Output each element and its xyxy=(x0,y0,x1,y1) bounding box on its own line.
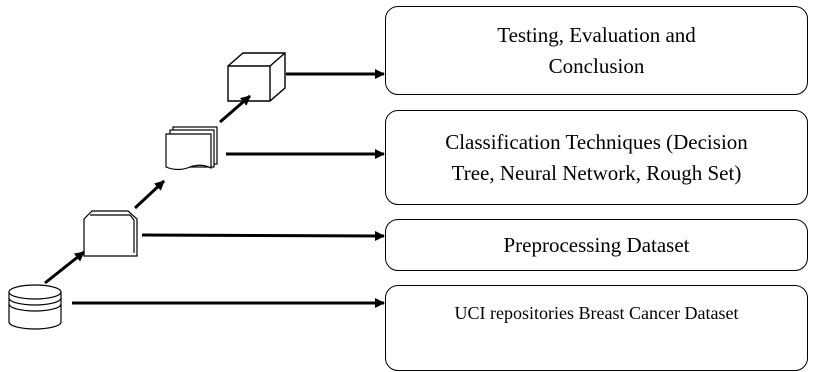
arrow-database-to-document xyxy=(44,250,85,285)
testing-label-line-1: Testing, Evaluation and xyxy=(497,23,696,48)
classification-label-line-2: Tree, Neural Network, Rough Set) xyxy=(451,160,742,185)
document-icon xyxy=(83,210,138,257)
horizontal-arrows xyxy=(72,69,385,308)
classification-label-line-1: Classification Techniques (Decision xyxy=(445,130,748,155)
classification-techniques-box: Classification Techniques (Decision Tree… xyxy=(385,110,808,205)
testing-evaluation-box: Testing, Evaluation and Conclusion xyxy=(385,6,808,95)
cube-icon xyxy=(227,52,286,102)
preprocessing-label: Preprocessing Dataset xyxy=(503,232,690,257)
arrow-document-to-documents xyxy=(133,179,166,210)
uci-label: UCI repositories Breast Cancer Dataset xyxy=(454,303,739,323)
arrow-documents-to-cube xyxy=(219,94,251,124)
diagonal-arrows xyxy=(44,94,251,285)
uci-dataset-box: UCI repositories Breast Cancer Dataset xyxy=(385,285,808,371)
testing-label-line-2: Conclusion xyxy=(548,53,645,78)
database-icon xyxy=(8,284,62,330)
arrow-document-to-preprocessing xyxy=(141,230,385,241)
stacked-documents-icon xyxy=(165,126,218,171)
preprocessing-dataset-box: Preprocessing Dataset xyxy=(385,219,808,271)
